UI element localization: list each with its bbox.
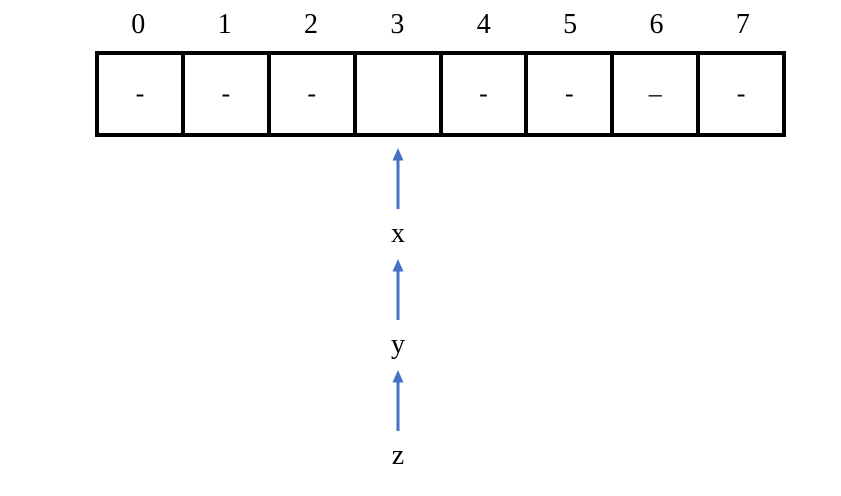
array-index-label: 5 [563,9,578,40]
cell-value: - [221,79,231,108]
array-index-label: 1 [217,9,232,40]
index-row: 0 1 2 3 4 5 6 7 [95,8,786,42]
array-index-label: 7 [735,9,750,40]
array-index-label: 4 [476,9,491,40]
up-arrow-icon [392,148,404,209]
array-index-label: 2 [303,9,318,40]
array-cell [357,55,443,133]
up-arrow-icon [392,259,404,320]
pointer-label-z: z [391,440,405,471]
array-cell: - [443,55,529,133]
pointer-label-y: y [391,329,405,360]
array-cell: – [614,55,701,133]
cell-value: – [648,79,662,108]
up-arrow-icon [392,370,404,431]
cell-value: - [736,79,746,108]
array-cell: - [528,55,615,133]
array-cell: - [271,55,357,133]
cell-value: - [564,79,574,108]
array-index-label: 6 [649,9,664,40]
cell-value: - [479,79,488,108]
pointer-group-z: z [358,370,438,470]
array-cell: - [185,55,271,133]
array-index-label: 3 [390,9,405,40]
cell-value: - [135,79,145,108]
array-index-label: 0 [131,9,146,40]
pointer-label-x: x [391,218,405,249]
array-cell: - [700,55,782,133]
pointer-group-x: x [358,148,438,248]
cell-value: - [307,79,317,108]
array-cell: - [99,55,185,133]
pointer-group-y: y [358,259,438,359]
array-box: -----–- [95,51,786,137]
